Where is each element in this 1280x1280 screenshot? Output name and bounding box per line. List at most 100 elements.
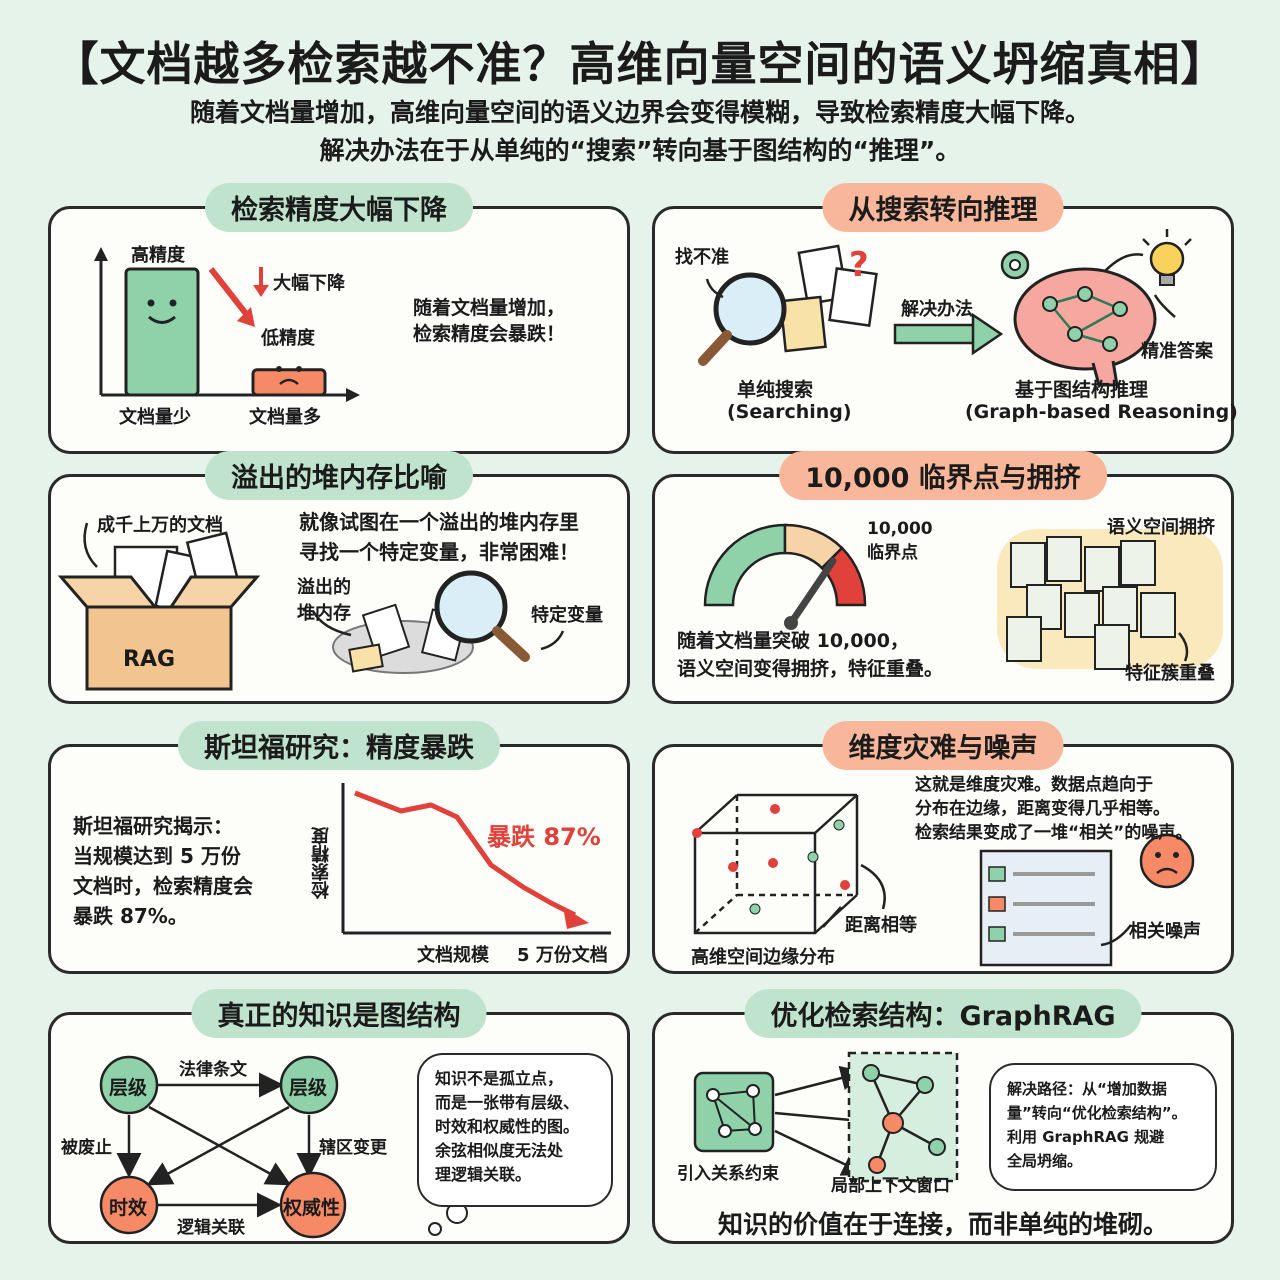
panel-critical-point: 10,000 临界点与拥挤 10,000 临界点 语义空间拥挤 特征簇重叠 随着… <box>652 451 1234 704</box>
panel-stanford-study: 斯坦福研究：精度暴跌 斯坦福研究揭示： 当规模达到 5 万份 文档时，检索精度会… <box>48 721 630 974</box>
xlabel-doc-scale: 文档规模 <box>417 945 489 966</box>
label-few-docs: 文档量少 <box>119 407 191 428</box>
subtitle: 随着文档量增加，高维向量空间的语义边界会变得模糊，导致检索精度大幅下降。 解决办… <box>0 94 1280 170</box>
box-rag-label: RAG <box>123 647 176 672</box>
magnifier-icon <box>434 570 530 662</box>
precision-bar-chart <box>94 247 360 402</box>
solution-arrow <box>893 312 1004 356</box>
heap-illustration <box>57 522 565 691</box>
crowded-docs-cluster <box>997 529 1223 670</box>
panel-title: 维度灾难与噪声 <box>822 721 1064 770</box>
panel8-footer: 知识的价值在于连接，而非单纯的堆砌。 <box>717 1210 1168 1239</box>
sad-face-icon <box>276 366 302 385</box>
edge-arrow <box>860 863 886 910</box>
brain-icon <box>1013 267 1157 387</box>
bar-high <box>124 267 200 397</box>
label-high-dim-edge: 高维空间边缘分布 <box>691 947 835 968</box>
label-solution: 解决办法 <box>901 299 973 320</box>
label-precise-answer: 精准答案 <box>1141 341 1213 362</box>
panel-heap-metaphor: 溢出的堆内存比喻 成千上万的文档 RAG 就像试图在一个溢出的堆内存里 寻找一个… <box>48 451 630 704</box>
bar-low <box>251 368 327 397</box>
happy-face-icon <box>147 299 177 324</box>
label-many-docs: 文档量多 <box>249 407 321 428</box>
critical-point-illustration <box>703 523 1223 670</box>
graphrag-illustration <box>693 1051 959 1183</box>
distance-arrow <box>822 906 842 928</box>
context-node <box>868 1156 886 1174</box>
label-big-drop: 大幅下降 <box>273 273 345 294</box>
sad-face-icon <box>1139 833 1195 889</box>
caption-searching-en: (Searching) <box>727 401 852 423</box>
label-overflow-heap: 溢出的 堆内存 <box>297 577 351 624</box>
xlabel-50k-docs: 5 万份文档 <box>517 945 608 966</box>
y-axis-arrow <box>94 247 108 261</box>
panel-knowledge-graph: 真正的知识是图结构 层级 层级 时效 权威性 法律条文 被废止 辖区变更 逻辑关… <box>48 989 630 1244</box>
node-level-1 <box>99 1055 159 1115</box>
panel6-description: 这就是维度灾难。数据点趋向于 分布在边缘，距离变得几乎相等。 检索结果变成了一堆… <box>915 775 1193 843</box>
precision-line <box>354 790 577 918</box>
panel-title: 斯坦福研究：精度暴跌 <box>178 721 500 770</box>
node-timeliness <box>99 1175 159 1235</box>
node-authority <box>279 1171 347 1239</box>
precise-arrow <box>1153 294 1176 318</box>
panel5-description: 斯坦福研究揭示： 当规模达到 5 万份 文档时，检索精度会 暴跌 87%。 <box>73 814 253 928</box>
panel-title: 优化检索结构：GraphRAG <box>744 989 1142 1038</box>
edge-top-label: 法律条文 <box>179 1060 247 1080</box>
node-timeliness-label: 时效 <box>109 1197 148 1219</box>
panel-search-to-reasoning: 从搜索转向推理 <box>652 183 1238 454</box>
context-node <box>882 1112 904 1134</box>
panel-title: 从搜索转向推理 <box>822 183 1064 232</box>
question-mark-icon: ? <box>849 245 869 285</box>
lightbulb-icon <box>1142 229 1192 286</box>
edge-left-label: 被废止 <box>61 1138 112 1158</box>
subtitle-line-2: 解决办法在于从单纯的“搜索”转向基于图结构的“推理”。 <box>319 136 961 165</box>
node-level-2 <box>279 1055 339 1115</box>
panel-title: 真正的知识是图结构 <box>191 989 487 1038</box>
label-local-context: 局部上下文窗口 <box>831 1176 950 1196</box>
precision-line-arrow <box>563 907 589 929</box>
label-equal-distance: 距离相等 <box>845 915 917 936</box>
panel-title: 10,000 临界点与拥挤 <box>779 451 1107 500</box>
context-node <box>862 1064 880 1082</box>
label-specific-variable: 特定变量 <box>531 605 603 626</box>
constraint-arrow-3 <box>774 1129 868 1176</box>
edge-bottom-label: 逻辑关联 <box>177 1218 245 1238</box>
gauge-icon <box>703 523 867 630</box>
ylabel-precision: 检索精度 <box>311 827 332 899</box>
constraint-arrow-1 <box>774 1065 866 1097</box>
drop-arrow <box>208 267 255 327</box>
panel-graphrag: 优化检索结构：GraphRAG <box>652 989 1234 1244</box>
heap-cloud-icon <box>332 603 474 674</box>
edge-right-label: 辖区变更 <box>319 1138 387 1158</box>
dimensionality-illustration <box>692 793 1195 967</box>
label-related-noise: 相关噪声 <box>1129 921 1201 942</box>
overlap-arrow <box>1178 632 1189 662</box>
search-to-reasoning-illustration <box>698 229 1192 387</box>
cube-icon <box>693 793 859 935</box>
precision-line-chart <box>341 783 611 935</box>
results-list-icon <box>979 849 1113 967</box>
label-crowded-space: 语义空间拥挤 <box>1107 517 1215 538</box>
thought-dots <box>428 1202 468 1236</box>
label-relation-constraint: 引入关系约束 <box>677 1164 779 1184</box>
graphrag-speech-bubble: 解决路径：从“增加数据 量”转向“优化检索结构”。 利用 GraphRAG 规避… <box>989 1063 1217 1191</box>
gauge-needle <box>787 557 837 627</box>
panel4-description: 随着文档量突破 10,000， 语义空间变得拥挤，特征重叠。 <box>677 630 944 680</box>
graph-nodes <box>99 1055 347 1239</box>
main-title: 【文档越多检索越不准？高维向量空间的语义坍缩真相】 <box>52 37 1228 91</box>
down-arrow-icon <box>253 267 269 297</box>
panel1-description: 随着文档量增加， 检索精度会暴跌！ <box>413 297 566 345</box>
node-level-2-label: 层级 <box>289 1077 328 1099</box>
caption-reasoning: 基于图结构推理 <box>1015 379 1149 401</box>
docs-arrow <box>83 522 98 568</box>
label-low-precision: 低精度 <box>261 328 315 349</box>
knowledge-speech-bubble: 知识不是孤立点， 而是一张带有层级、 时效和权威性的图。 余弦相似度无法处 理逻… <box>417 1053 613 1207</box>
caption-reasoning-en: (Graph-based Reasoning) <box>965 401 1238 423</box>
knowledge-graph <box>99 1055 468 1239</box>
label-drop-87: 暴跌 87% <box>487 823 601 851</box>
data-points <box>692 804 850 915</box>
inaccurate-arrow <box>705 278 724 299</box>
box-icon <box>57 575 261 691</box>
panel-precision-drop: 检索精度大幅下降 高精度 大幅下降 低精度 文档量少 文档量多 随着文档量增加，… <box>48 183 630 454</box>
x-axis-arrow <box>346 388 360 402</box>
